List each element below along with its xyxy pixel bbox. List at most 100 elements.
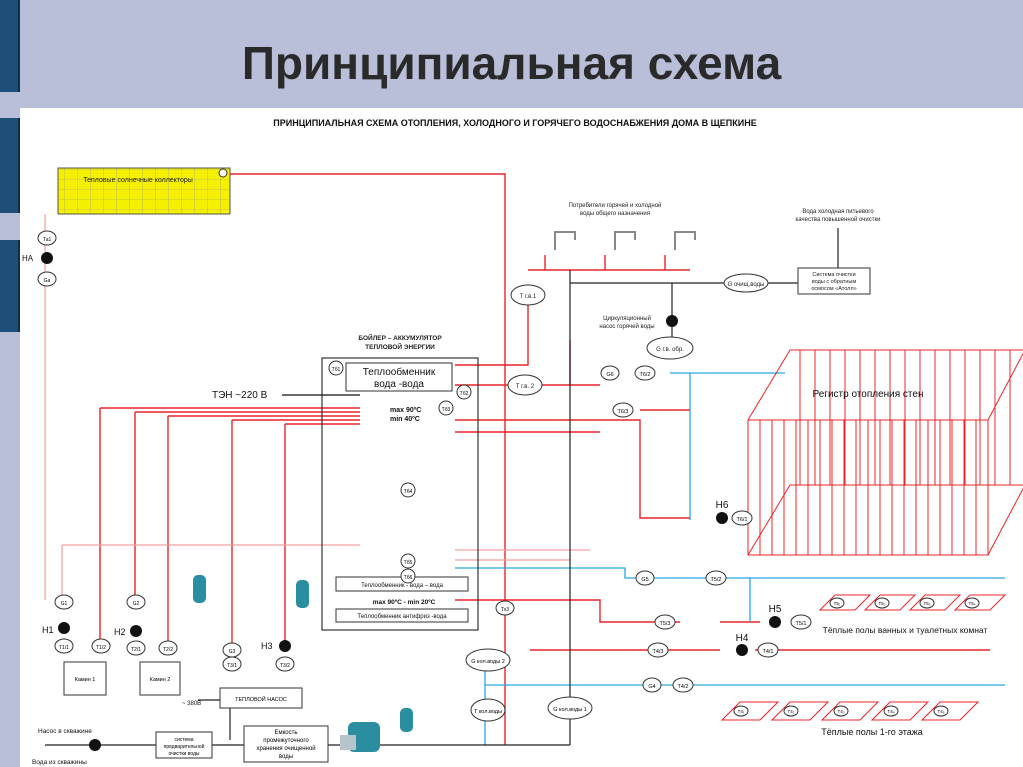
side-tab-1 <box>0 0 20 92</box>
boiler-sensors: Тб1 Тб2 Тб3 Тб4 Тб5 Тб6 <box>328 360 472 584</box>
svg-text:T5₂: T5₂ <box>879 601 886 606</box>
first-floor-loops: T4₁ T4₂ T4₃ T4₄ T4₅ <box>720 701 980 721</box>
side-tab-2 <box>0 118 20 213</box>
svg-text:T4₃: T4₃ <box>837 709 844 714</box>
hx-top-box <box>345 362 453 392</box>
circ-pump-label-2: насос горячей воды <box>599 323 654 330</box>
solar-sensor-icon <box>218 168 228 178</box>
solar-collector <box>57 167 231 215</box>
g-collector-1-label: G кол.воды 1 <box>553 707 587 713</box>
max-bottom: max 90ºС - min 20ºС <box>373 599 436 606</box>
svg-text:G1: G1 <box>61 601 68 607</box>
prefilter-box <box>155 731 213 759</box>
svg-text:Т5/1: Т5/1 <box>795 621 806 627</box>
circ-pump-icon <box>666 315 678 327</box>
hx-top-label-1: Теплообменник <box>363 366 436 378</box>
g-collector-2-meter <box>465 648 511 672</box>
t-hw2-label: T г.в. 2 <box>516 384 535 390</box>
fireplace-circuits: G1 H1 Т1/1 Т1/2 Камин 1 G2 H2 Т2/1 Т2/2 … <box>42 594 303 709</box>
g-collector-2-label: G кол.воды 2 <box>471 659 505 665</box>
svg-text:~ 380В: ~ 380В <box>182 701 201 707</box>
boiler-title-2: ТЕПЛОВОЙ ЭНЕРГИИ <box>365 342 435 351</box>
svg-text:T4₅: T4₅ <box>937 709 944 714</box>
svg-text:T5₄: T5₄ <box>968 601 975 606</box>
svg-text:G4: G4 <box>648 684 655 690</box>
svg-text:Тб5: Тб5 <box>404 560 413 566</box>
bath-floor-label: Тёплые полы ванных и туалетных комнат <box>823 625 988 635</box>
svg-text:H2: H2 <box>114 627 126 637</box>
svg-text:H4: H4 <box>736 633 749 644</box>
g-hot-return-meter <box>646 336 694 360</box>
svg-text:Tа1: Tа1 <box>43 237 52 243</box>
purification-label-2: воды с обратным <box>812 279 856 285</box>
g-purified-label: G очищ.воды <box>728 282 765 288</box>
cold-pipes <box>455 372 1005 745</box>
well-pump-icon <box>89 739 101 751</box>
purification-box <box>797 267 871 295</box>
svg-text:Тб2: Тб2 <box>460 391 469 397</box>
hx-bottom-label: Теплообменник - вода – вода <box>361 583 444 589</box>
hx-top-label-2: вода -вода <box>374 379 424 390</box>
svg-text:Т1/1: Т1/1 <box>59 645 69 651</box>
max-top-2: min 40ºС <box>390 416 420 423</box>
t-hw2-sensor <box>507 374 543 396</box>
hot-pipes <box>99 173 990 745</box>
svg-text:Т5/3: Т5/3 <box>659 621 670 627</box>
svg-text:Камин 1: Камин 1 <box>75 677 96 683</box>
tank-label-2: промежуточного <box>263 738 309 744</box>
svg-text:G3: G3 <box>229 649 236 655</box>
svg-text:Т2/1: Т2/1 <box>131 647 141 653</box>
svg-text:Т6/3: Т6/3 <box>617 409 628 415</box>
svg-text:Тб4: Тб4 <box>404 489 413 495</box>
svg-text:T5₁: T5₁ <box>834 601 841 606</box>
expansion-tank-icons <box>193 575 413 732</box>
g-hot-return-label: G г.в. обр. <box>656 347 684 353</box>
circuit-4: Т4/3 H4 Т4/1 G4 Т4/2 <box>642 633 779 693</box>
t-collector-sensor <box>470 698 506 722</box>
hx-antifreeze-box <box>335 608 469 623</box>
diagram-area: ПРИНЦИПИАЛЬНАЯ СХЕМА ОТОПЛЕНИЯ, ХОЛОДНОГ… <box>20 108 1023 767</box>
svg-text:T4₄: T4₄ <box>887 709 894 714</box>
cold-water-label-1: Вода холодная питьевого <box>802 209 874 215</box>
g-collector-1-meter <box>547 696 593 720</box>
heating-scheme-diagram: ПРИНЦИПИАЛЬНАЯ СХЕМА ОТОПЛЕНИЯ, ХОЛОДНОГ… <box>22 118 1023 766</box>
svg-text:Т3/2: Т3/2 <box>280 663 290 669</box>
svg-text:Т3/1: Т3/1 <box>227 663 237 669</box>
svg-text:Т4/2: Т4/2 <box>677 684 688 690</box>
svg-text:Т6/1: Т6/1 <box>736 517 747 523</box>
t-hw1-sensor <box>510 284 546 306</box>
faucet-icons <box>554 231 696 250</box>
slide-title: Принципиальная схема <box>241 37 782 89</box>
wall-register-label: Регистр отопления стен <box>813 389 924 400</box>
svg-text:Т1/2: Т1/2 <box>96 645 106 651</box>
svg-text:Тб3: Тб3 <box>442 407 451 413</box>
circuit-5: G5 Т5/2 Т5/3 H5 Т5/1 <box>635 570 812 630</box>
svg-text:Т2/2: Т2/2 <box>163 647 173 653</box>
svg-text:ТЕПЛОВОЙ НАСОС: ТЕПЛОВОЙ НАСОС <box>235 695 287 703</box>
well-water-label: Вода из скважины <box>32 759 87 766</box>
bath-floor-loops: T5₁ T5₂ T5₃ T5₄ <box>818 594 1007 611</box>
purification-label-3: осмосом «Атолл» <box>811 286 856 292</box>
svg-text:T4₁: T4₁ <box>738 709 745 714</box>
svg-text:H6: H6 <box>716 500 729 511</box>
prefilter-label-2: предварительной <box>164 743 205 750</box>
boiler-title-1: БОЙЛЕР – АККУМУЛЯТОР <box>358 333 442 342</box>
prefilter-label-1: система <box>174 737 193 743</box>
prefilter-label-3: очистки воды <box>168 751 199 757</box>
svg-text:H3: H3 <box>261 641 273 651</box>
max-top-1: max 90ºС <box>390 407 421 414</box>
hx-antifreeze-label: Теплообменник антифриз -вода <box>357 614 447 620</box>
cold-water-label-2: качества повышенной очистки <box>796 216 881 223</box>
tx3-label: Тх3 <box>501 607 509 613</box>
svg-text:Т5/2: Т5/2 <box>710 577 721 583</box>
ten-label: ТЭН ~220 В <box>212 390 268 401</box>
tank-label-1: Емкость <box>274 730 297 736</box>
purification-label-1: Система очистки <box>812 272 855 278</box>
svg-text:T5₃: T5₃ <box>923 601 930 606</box>
svg-text:G5: G5 <box>641 577 648 583</box>
solar-collector-label: Тепловые солнечные коллекторы <box>83 177 193 184</box>
booster-pump-icon <box>340 722 380 752</box>
tank-label-3: хранения очищенной <box>256 745 315 752</box>
svg-text:H1: H1 <box>42 625 54 635</box>
svg-text:Тб6: Тб6 <box>404 575 413 581</box>
